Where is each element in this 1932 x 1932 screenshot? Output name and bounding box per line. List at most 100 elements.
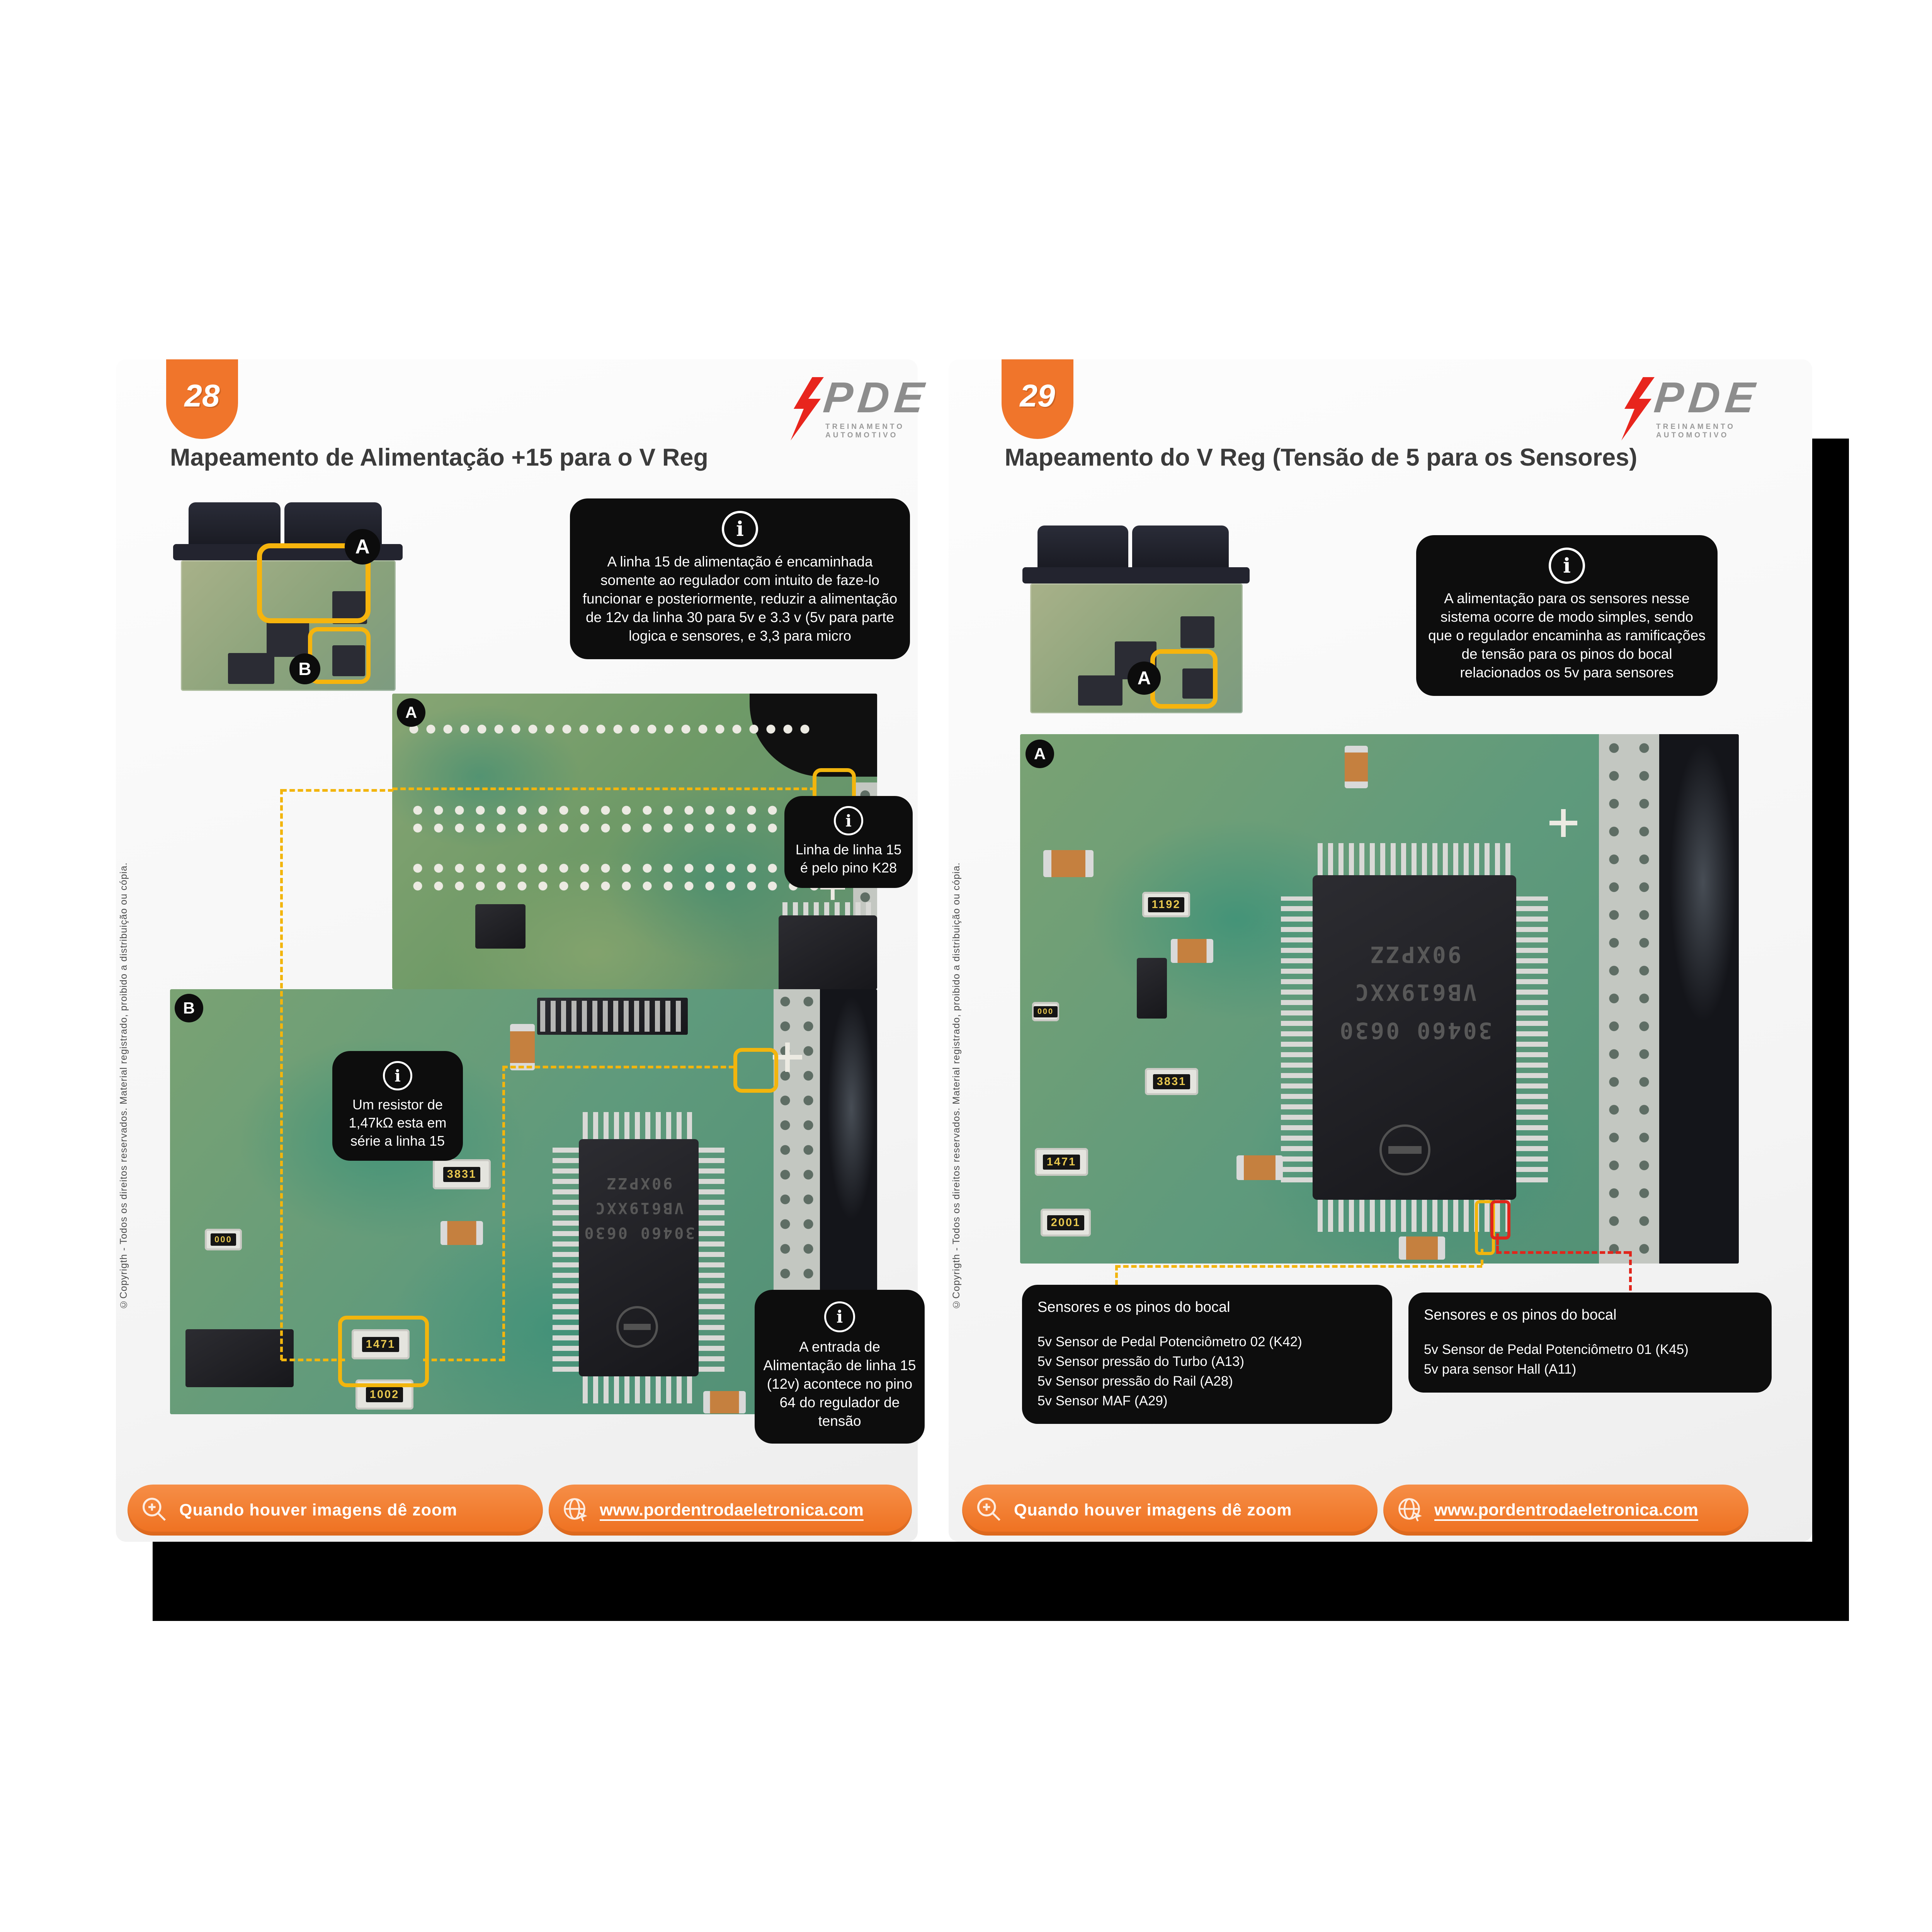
info-icon: i: [383, 1061, 412, 1090]
copyright-vertical: ©Copyrigth - Todos os direitos reservado…: [951, 862, 962, 1310]
footer-zoom-note: Quando houver imagens dê zoom: [1014, 1500, 1292, 1519]
qfp-pins-right: [697, 1144, 724, 1372]
qfp-pins-right: [1515, 896, 1548, 1182]
capacitor: [1043, 850, 1094, 877]
ecu-thumbnail: A: [1020, 526, 1252, 719]
marker-a-badge: A: [397, 698, 425, 727]
chip-marking: 30460 0630 VB619XXC 90XPZZ: [581, 1171, 697, 1245]
pde-logo: PDE TREINAMENTO AUTOMOTIVO: [788, 373, 939, 443]
callout-info: i A alimentação para os sensores nesse s…: [1416, 535, 1718, 696]
callout-entrada: i A entrada de Alimentação de linha 15 (…: [755, 1290, 925, 1444]
region-a-box: [257, 543, 371, 623]
callout-k28: i Linha de linha 15 é pelo pino K28: [784, 796, 913, 888]
callout-info: i A linha 15 de alimentação é encaminhad…: [570, 498, 910, 660]
ecu-chip: [267, 618, 309, 657]
sensor-list-title: Sensores e os pinos do bocal: [1424, 1307, 1617, 1323]
marker-a-badge: A: [345, 529, 380, 565]
screw-pad: [773, 1043, 802, 1072]
smd-resistor: 1192: [1142, 892, 1190, 917]
page-28: 28 PDE TREINAMENTO AUTOMOTIVO Mapeamento…: [116, 359, 932, 1542]
qfp-pins-bottom: [583, 1376, 695, 1403]
info-icon: i: [824, 1301, 855, 1332]
sensor-item: 5v para sensor Hall (A11): [1424, 1362, 1577, 1377]
marker-b-badge: B: [175, 994, 203, 1022]
trace-path: [423, 1359, 504, 1361]
pin-5v-highlight-yellow: [1475, 1200, 1495, 1255]
trace-path-yellow: [1481, 1249, 1483, 1265]
resistor-label: 2001: [1047, 1215, 1085, 1230]
capacitor: [1345, 746, 1368, 788]
smd-resistor: 1471: [352, 1329, 410, 1359]
resistor-label: 3831: [443, 1167, 481, 1182]
region-a-box: [1150, 649, 1218, 709]
website-link[interactable]: www.pordentrodaeletronica.com: [1434, 1500, 1698, 1519]
qfp-pins-top: [1318, 843, 1511, 876]
sensor-item: 5v Sensor de Pedal Potenciômetro 01 (K45…: [1424, 1342, 1689, 1357]
connector-strip: [1599, 734, 1659, 1264]
ecu-connector: [1037, 526, 1128, 570]
sensor-item: 5v Sensor pressão do Turbo (A13): [1037, 1354, 1245, 1369]
trace-path: [280, 789, 283, 1360]
callout-resistor: i Um resistor de 1,47kΩ esta em série a …: [332, 1051, 463, 1161]
callout-text: A entrada de Alimentação de linha 15 (12…: [763, 1339, 916, 1429]
trace-path-red: [1496, 1251, 1629, 1254]
footer-website-bar: www.pordentrodaeletronica.com: [549, 1485, 912, 1536]
chip-marking-line: 90XPZZ: [1369, 941, 1461, 968]
resistor-label: 000: [1033, 1006, 1058, 1017]
website-link[interactable]: www.pordentrodaeletronica.com: [600, 1500, 864, 1519]
logo-tagline: TREINAMENTO AUTOMOTIVO: [1656, 423, 1735, 439]
solder-pad-row: [408, 802, 848, 840]
ecu-chip: [1078, 675, 1122, 706]
pin-5v-highlight-red: [1490, 1200, 1510, 1240]
sensor-list-title: Sensores e os pinos do bocal: [1037, 1299, 1230, 1315]
callout-text: A alimentação para os sensores nesse sis…: [1428, 590, 1706, 681]
footer-zoom-bar: Quando houver imagens dê zoom: [962, 1485, 1378, 1536]
info-icon: i: [834, 806, 863, 835]
page-number: 28: [184, 378, 220, 413]
ecu-connector: [189, 502, 281, 547]
info-icon: i: [722, 511, 758, 547]
trace-path: [502, 1066, 505, 1361]
copyright-vertical: ©Copyrigth - Todos os direitos reservado…: [118, 862, 129, 1310]
lightning-icon: [1621, 377, 1655, 440]
ecu-chip: [228, 653, 274, 684]
qfp-pins-left: [553, 1144, 580, 1372]
trace-path-yellow: [1115, 1265, 1118, 1293]
qfp-pins: [782, 902, 875, 915]
sensor-item: 5v Sensor MAF (A29): [1037, 1393, 1168, 1408]
two-page-spread: 28 PDE TREINAMENTO AUTOMOTIVO Mapeamento…: [116, 359, 1812, 1542]
trace-path-red: [1629, 1251, 1632, 1299]
page-number: 29: [1020, 378, 1055, 413]
soic-chip: [185, 1329, 294, 1387]
resistor-label: 1471: [1043, 1154, 1080, 1170]
screw-pad: [1549, 809, 1577, 837]
marker-b-badge: B: [289, 653, 320, 684]
callout-text: Linha de linha 15 é pelo pino K28: [795, 842, 902, 876]
chip-marking-line: VB619XXC: [594, 1199, 684, 1217]
trace-path-red: [1496, 1233, 1499, 1251]
sensor-list-right: Sensores e os pinos do bocal 5v Sensor d…: [1408, 1293, 1772, 1393]
trace-path: [502, 1066, 734, 1068]
resistor-1471-highlight: [338, 1316, 429, 1387]
ecu-thumbnail: A B: [170, 502, 406, 696]
sensor-item: 5v Sensor pressão do Rail (A28): [1037, 1373, 1233, 1389]
page-number-badge: 28: [166, 359, 238, 439]
ecu-chip: [1180, 616, 1214, 648]
globe-icon: [1396, 1496, 1424, 1524]
ecu-connector: [1132, 526, 1229, 570]
ecu-chip: [332, 645, 365, 676]
resistor-label: 1192: [1148, 897, 1185, 912]
qfp-chip: [779, 915, 877, 989]
capacitor: [1399, 1236, 1445, 1260]
ecu-flange: [1022, 567, 1250, 583]
info-icon: i: [1549, 548, 1585, 584]
dark-edge: [1659, 734, 1739, 1264]
ecu-chip: [1182, 668, 1214, 699]
marker-a-badge: A: [1128, 662, 1161, 695]
bosch-logo: [616, 1306, 658, 1348]
zoom-icon: [141, 1496, 169, 1524]
pde-logo: PDE TREINAMENTO AUTOMOTIVO: [1619, 373, 1770, 443]
page-number-badge: 29: [1002, 359, 1073, 439]
capacitor: [1236, 1155, 1283, 1180]
logo-text: PDE: [1652, 373, 1762, 422]
